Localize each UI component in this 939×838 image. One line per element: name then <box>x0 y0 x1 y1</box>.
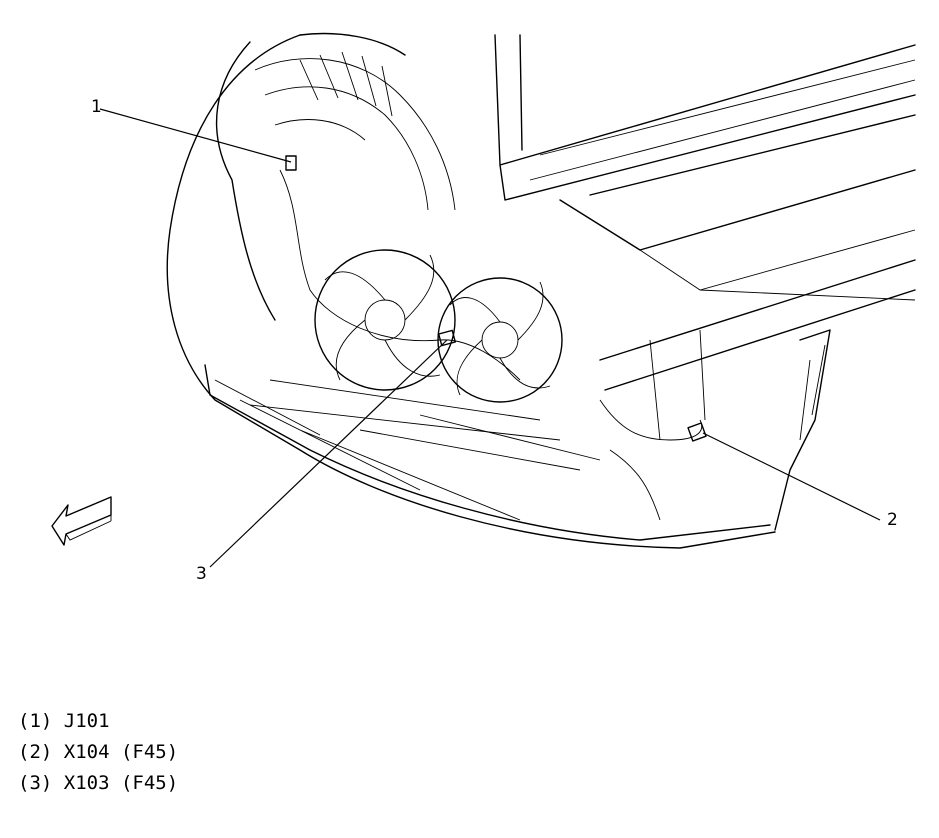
callout-number-3: 3 <box>196 564 207 584</box>
legend-item-3: (3) X103 (F45) <box>18 772 179 794</box>
leader-line-1 <box>99 108 292 163</box>
callout-legend: (1) J101 (2) X104 (F45) (3) X103 (F45) <box>18 706 178 799</box>
legend-item-1: (1) J101 <box>18 710 110 732</box>
leader-line-2 <box>702 432 881 521</box>
leader-line-3 <box>209 339 448 568</box>
legend-item-2: (2) X104 (F45) <box>18 741 179 763</box>
callout-number-1: 1 <box>91 97 102 117</box>
front-arrow-icon <box>51 496 112 546</box>
callout-number-2: 2 <box>887 510 898 530</box>
